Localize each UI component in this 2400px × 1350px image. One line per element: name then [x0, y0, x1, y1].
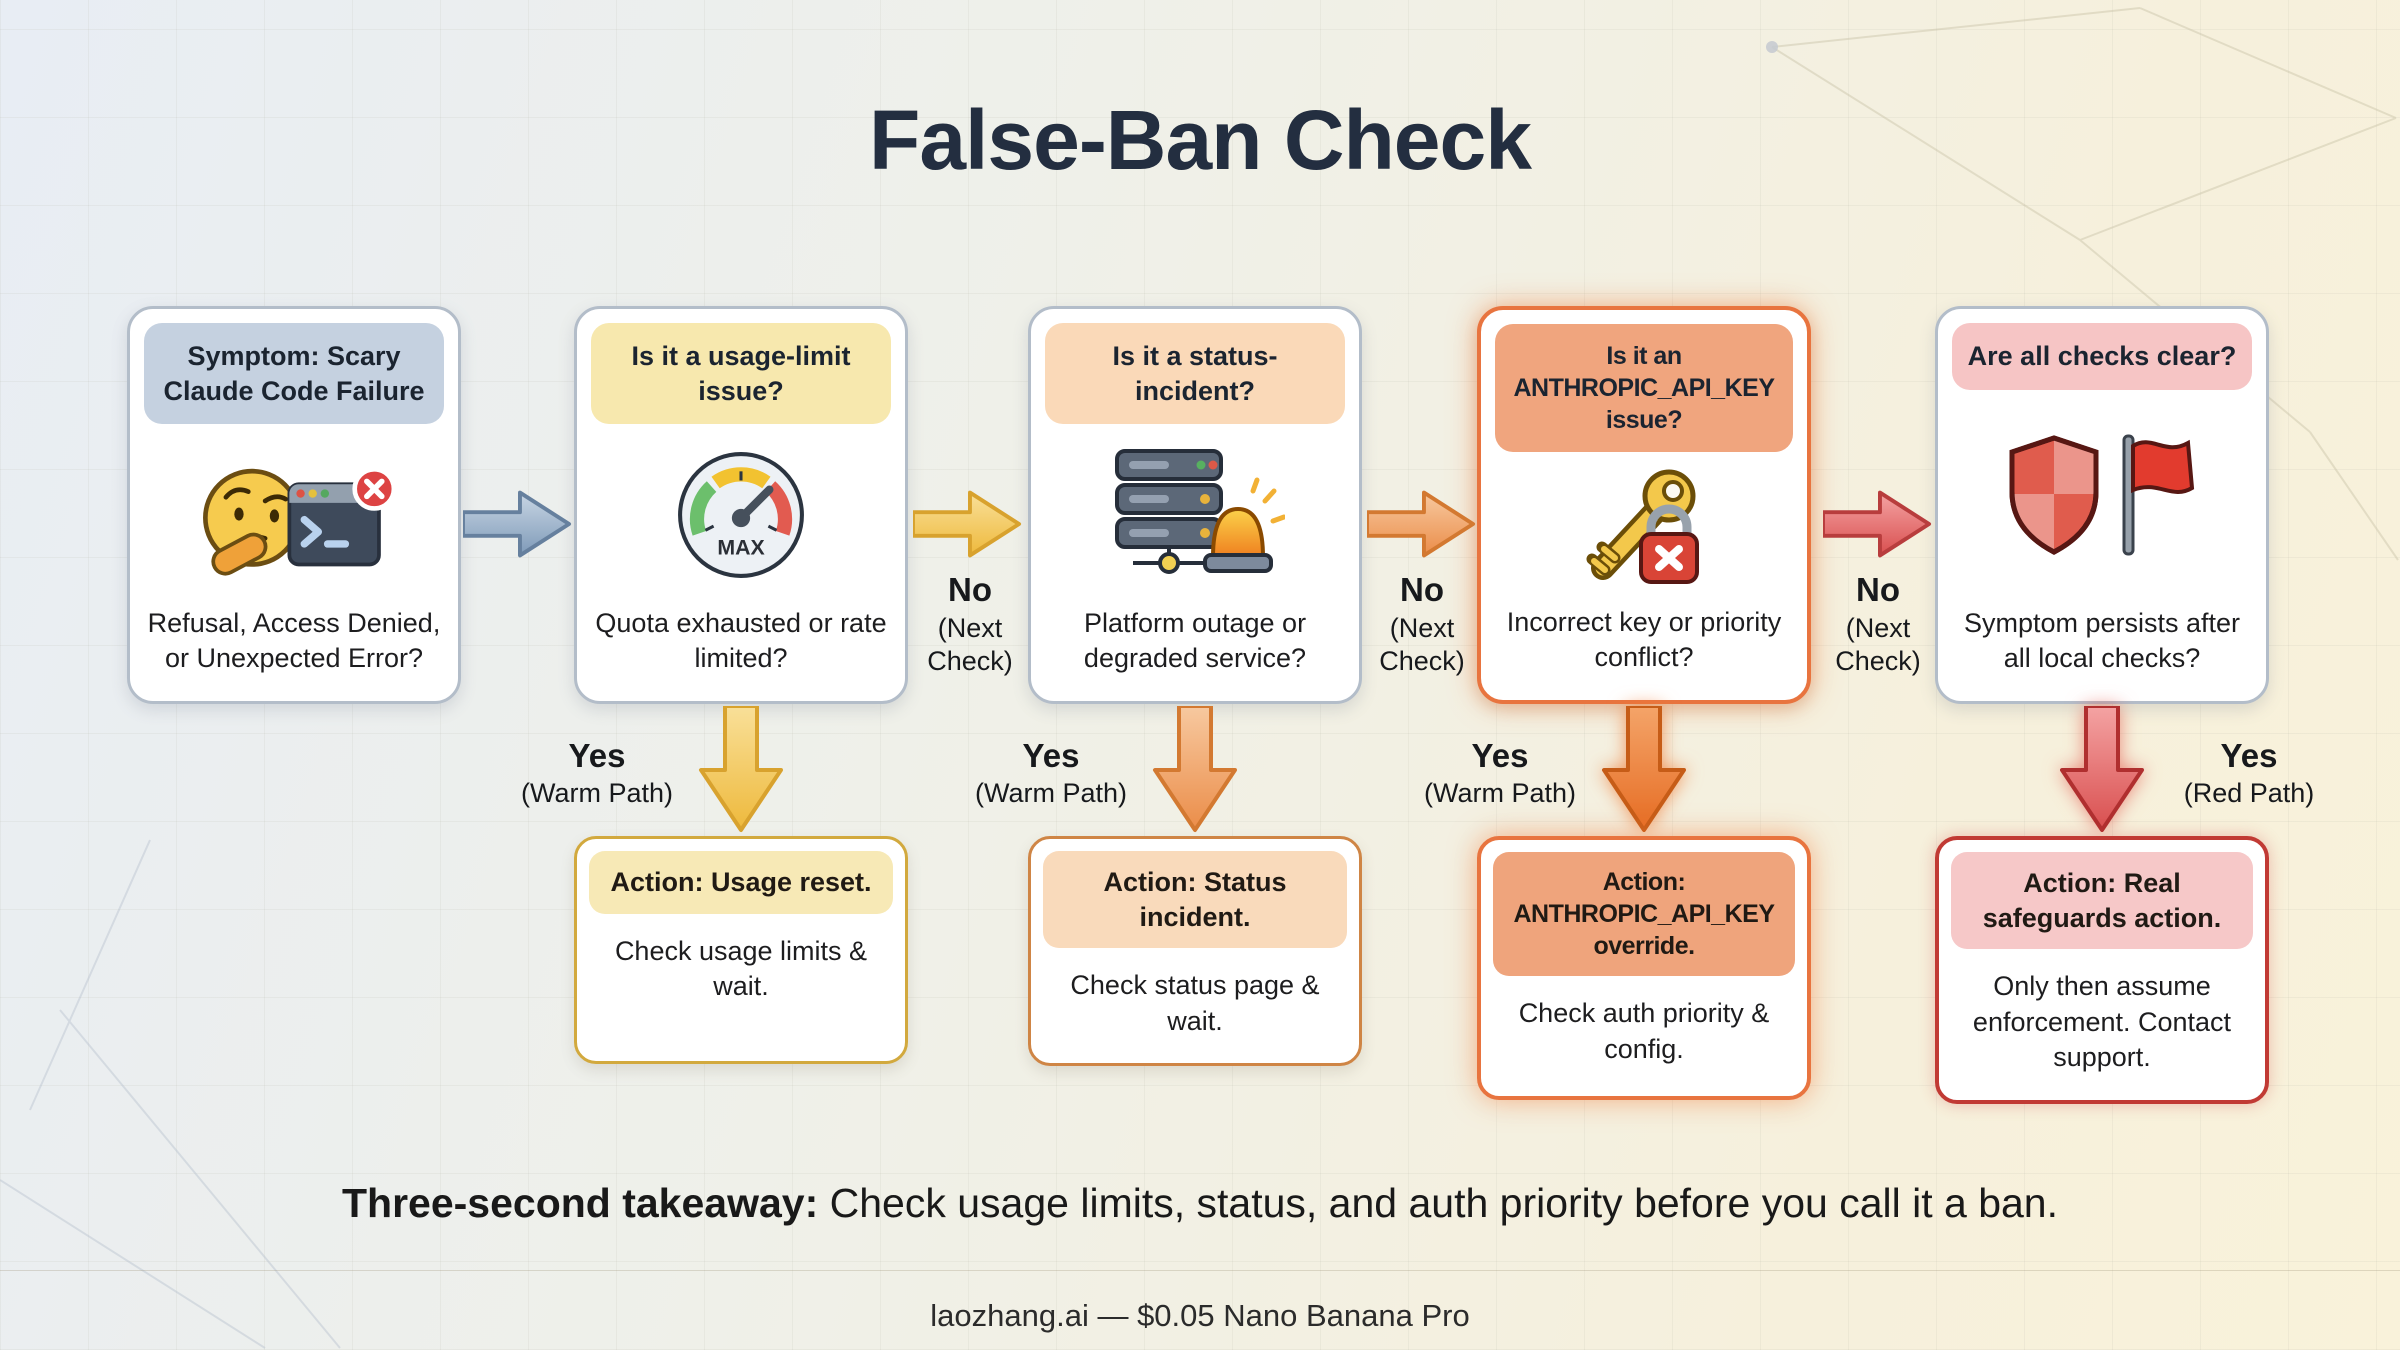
action-api-key-override: Action: ANTHROPIC_API_KEY override. Chec… — [1477, 836, 1811, 1100]
no-label-2: No (Next Check) — [1379, 571, 1465, 677]
card-api-key: Is it an ANTHROPIC_API_KEY issue? — [1477, 306, 1811, 704]
server-siren-icon — [1031, 424, 1359, 606]
card-usage-limit-body: Quota exhausted or rate limited? — [595, 607, 887, 674]
action-real-safeguards-body: Only then assume enforcement. Contact su… — [1972, 971, 2232, 1073]
action-status-incident-body: Check status page & wait. — [1070, 970, 1320, 1036]
card-status-incident: Is it a status-incident? — [1028, 306, 1362, 704]
yes-label-red-path: Yes (Red Path) — [2183, 737, 2315, 809]
action-status-incident: Action: Status incident. Check status pa… — [1028, 836, 1362, 1067]
flow-arrow-right-2 — [913, 490, 1022, 558]
down-arrow-api-key — [1602, 706, 1686, 832]
yes-label-api-key: Yes (Warm Path) — [1423, 737, 1576, 809]
down-arrow-usage — [699, 706, 783, 832]
card-usage-limit: Is it a usage-limit issue? MAX Quota exh… — [574, 306, 908, 704]
action-real-safeguards-header: Action: Real safeguards action. — [1951, 852, 2253, 950]
footer-divider — [0, 1270, 2400, 1350]
flow-arrow-right-3 — [1367, 490, 1476, 558]
card-symptom-header: Symptom: Scary Claude Code Failure — [144, 323, 444, 425]
flow-arrow-right-1 — [463, 490, 572, 558]
no-label-3: No (Next Check) — [1835, 571, 1921, 677]
shield-red-flag-icon — [1938, 390, 2266, 606]
card-status-incident-header: Is it a status-incident? — [1045, 323, 1345, 425]
yes-label-status: Yes (Warm Path) — [974, 737, 1127, 809]
takeaway: Three-second takeaway: Check usage limit… — [0, 1180, 2400, 1227]
gauge-max-label: MAX — [717, 536, 765, 560]
no-label-1: No (Next Check) — [927, 571, 1013, 677]
card-status-incident-body: Platform outage or degraded service? — [1083, 607, 1307, 674]
card-checks-clear: Are all checks clear? Symptom persists a… — [1935, 306, 2269, 704]
action-real-safeguards: Action: Real safeguards action. Only the… — [1935, 836, 2269, 1104]
page-title: False-Ban Check — [869, 93, 1532, 187]
yes-label-usage: Yes (Warm Path) — [520, 737, 673, 809]
key-lock-icon — [1481, 452, 1807, 605]
action-usage-reset-header: Action: Usage reset. — [589, 851, 893, 914]
card-api-key-body: Incorrect key or priority conflict? — [1506, 606, 1782, 673]
action-usage-reset: Action: Usage reset. Check usage limits … — [574, 836, 908, 1064]
flow-arrow-right-4 — [1823, 490, 1932, 558]
action-usage-reset-body: Check usage limits & wait. — [614, 935, 868, 1002]
card-api-key-header: Is it an ANTHROPIC_API_KEY issue? — [1495, 324, 1793, 452]
down-arrow-safeguards — [2060, 706, 2144, 832]
footer-credit: laozhang.ai — $0.05 Nano Banana Pro — [930, 1298, 1470, 1333]
card-symptom: Symptom: Scary Claude Code Failure — [127, 306, 461, 704]
takeaway-label: Three-second takeaway: — [341, 1180, 819, 1226]
card-usage-limit-header: Is it a usage-limit issue? — [591, 323, 891, 425]
card-symptom-body: Refusal, Access Denied, or Unexpected Er… — [147, 607, 441, 674]
gauge-max-icon: MAX — [577, 424, 905, 606]
action-status-incident-header: Action: Status incident. — [1043, 851, 1347, 949]
takeaway-text: Check usage limits, status, and auth pri… — [829, 1180, 2058, 1226]
action-api-key-override-body: Check auth priority & config. — [1518, 998, 1770, 1064]
card-checks-clear-body: Symptom persists after all local checks? — [1963, 607, 2241, 674]
card-checks-clear-header: Are all checks clear? — [1952, 323, 2252, 390]
action-api-key-override-header: Action: ANTHROPIC_API_KEY override. — [1493, 852, 1795, 976]
thinking-face-terminal-error-icon — [130, 424, 458, 606]
down-arrow-status — [1153, 706, 1237, 832]
